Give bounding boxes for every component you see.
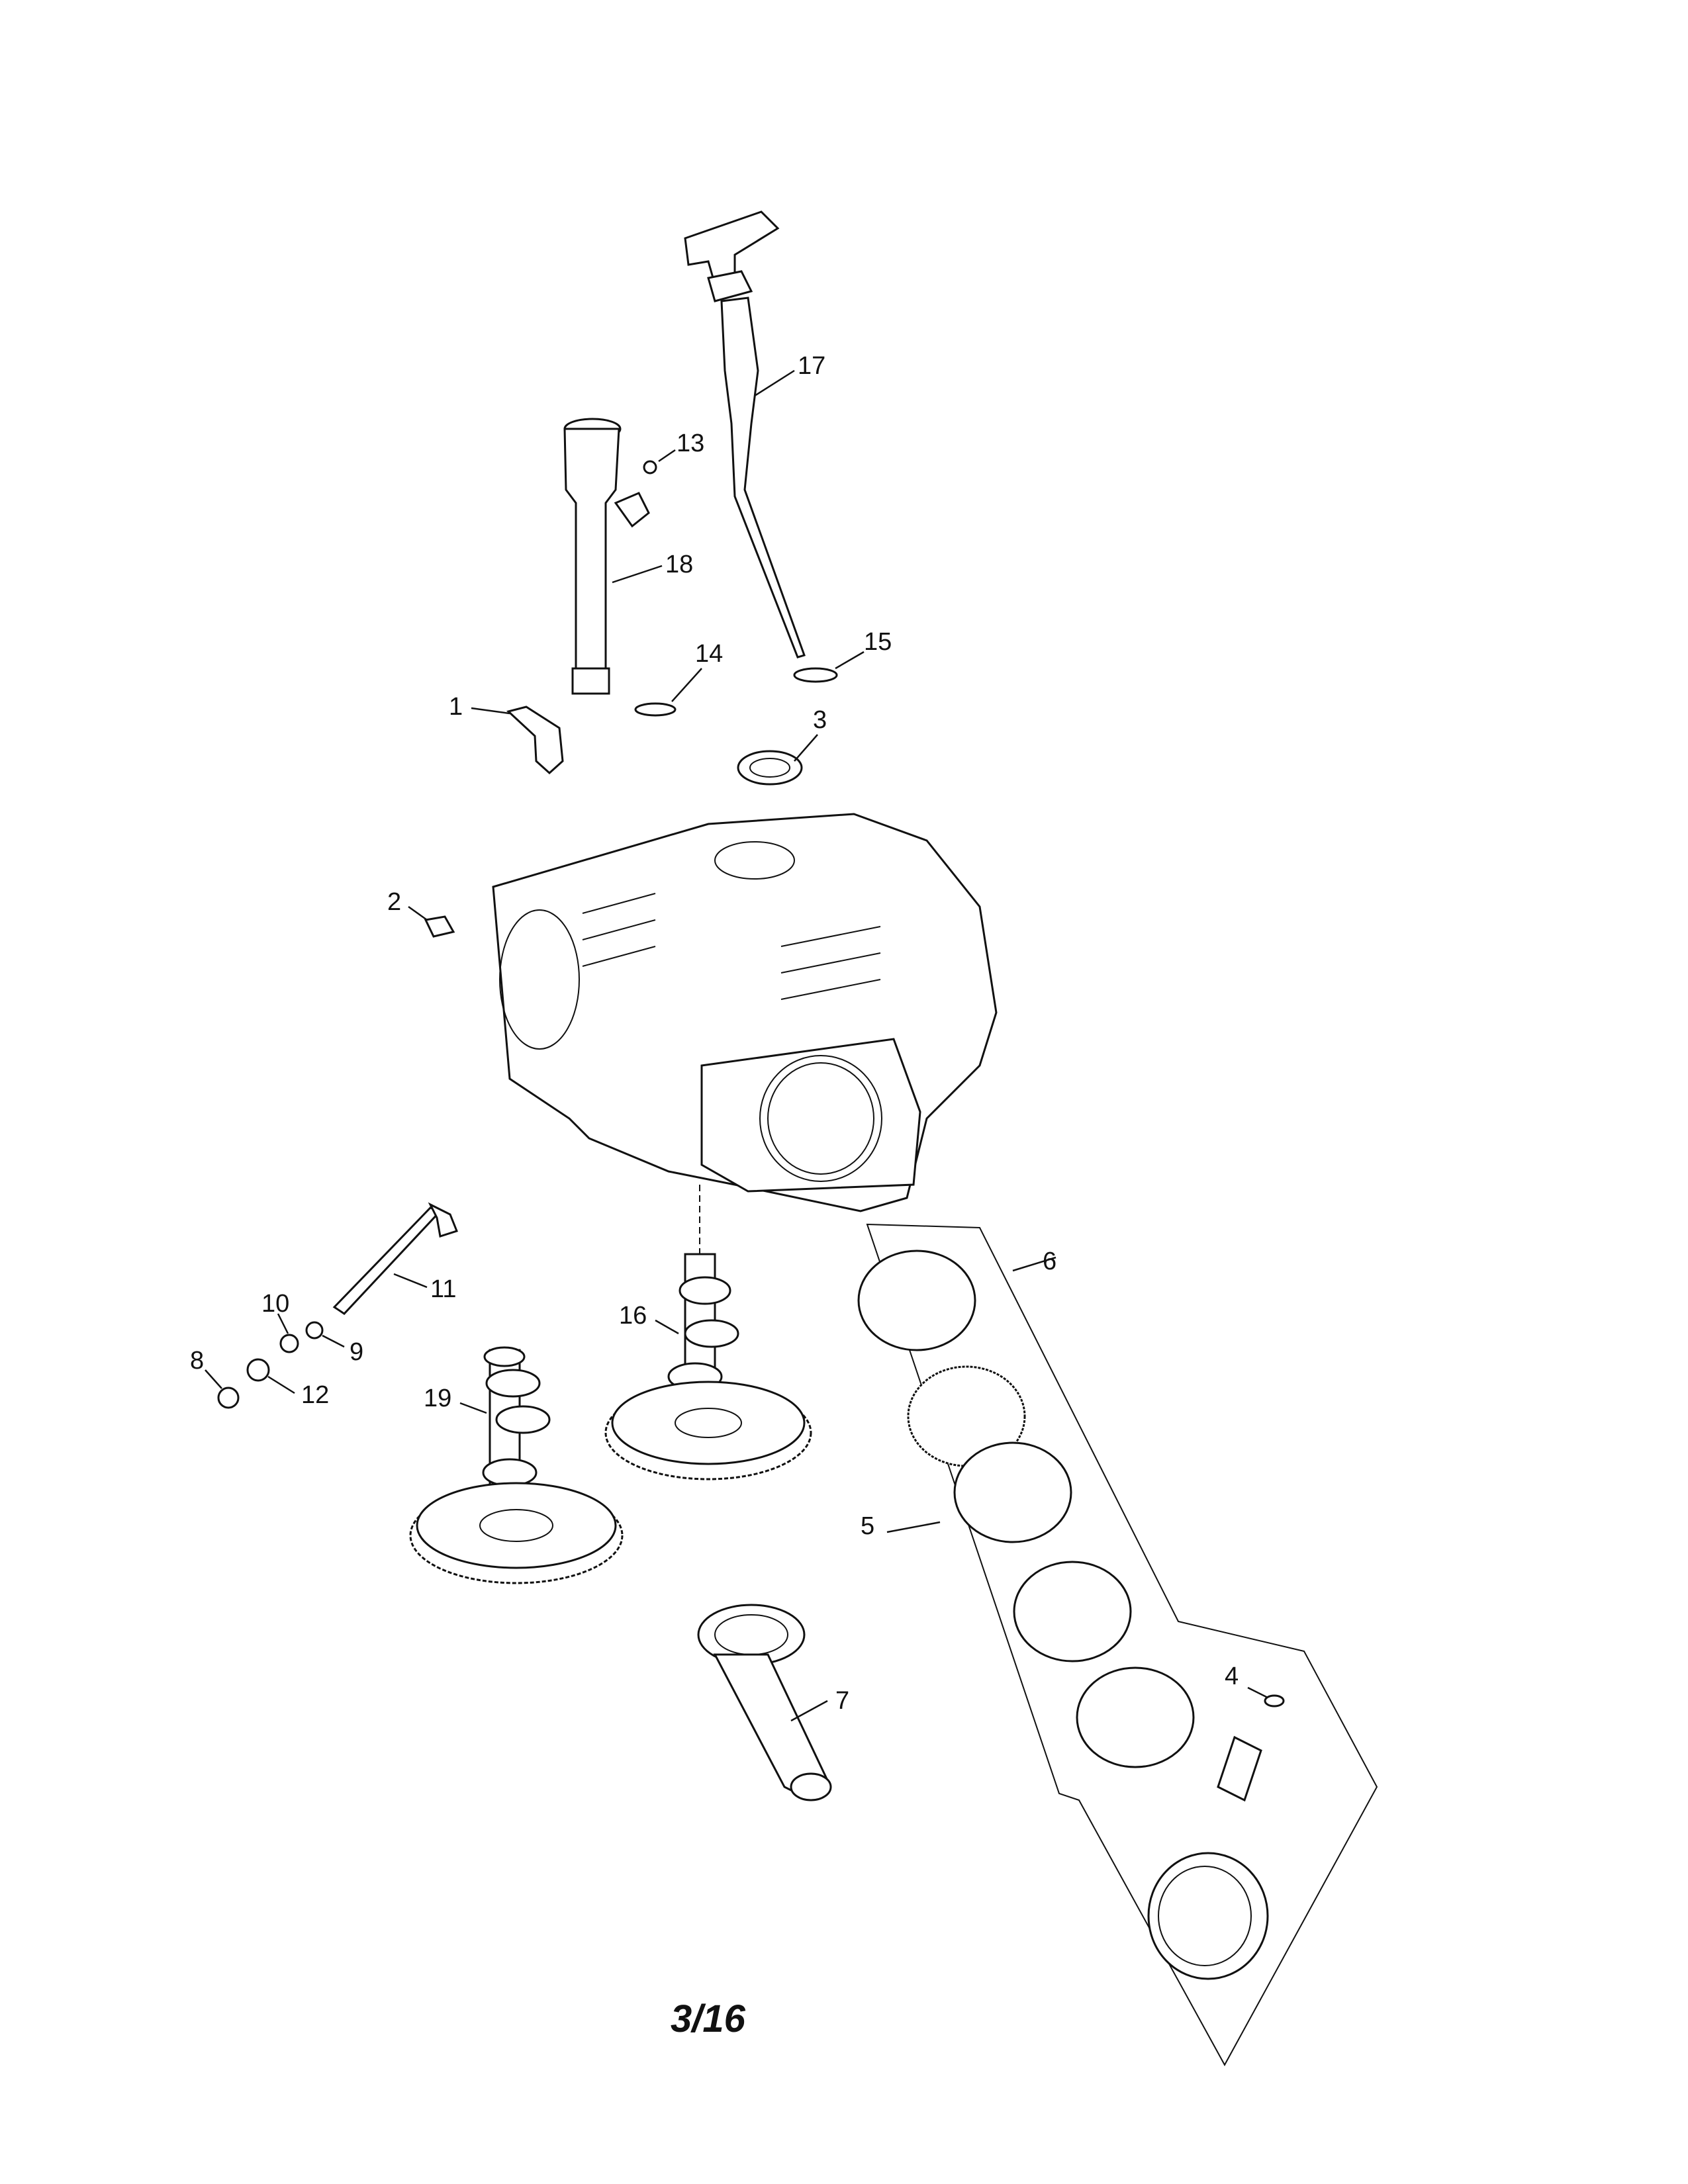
- callout-10: 10: [261, 1290, 289, 1318]
- leader-7: [790, 1700, 828, 1722]
- leader-16: [655, 1319, 679, 1335]
- callout-13: 13: [677, 430, 704, 457]
- callout-7: 7: [835, 1687, 849, 1715]
- leader-6: [1012, 1256, 1056, 1272]
- part-2-key: [424, 915, 455, 938]
- ring-5: [1076, 1666, 1195, 1768]
- leader-12: [267, 1375, 295, 1394]
- leader-3: [794, 734, 818, 762]
- callout-17: 17: [798, 352, 825, 380]
- part-19-camshaft: [409, 1346, 624, 1584]
- ring-4: [1013, 1561, 1132, 1662]
- part-8-washer: [217, 1387, 240, 1409]
- part-4-clip: [1264, 1694, 1285, 1707]
- page-number: 3/16: [671, 1997, 746, 2040]
- leader-9: [322, 1334, 345, 1348]
- callout-5: 5: [861, 1512, 874, 1540]
- leader-19: [459, 1402, 487, 1414]
- leader-2: [408, 905, 428, 921]
- ring-1: [857, 1250, 976, 1351]
- leader-5: [886, 1521, 941, 1533]
- callout-8: 8: [190, 1347, 204, 1375]
- wrist-pin: [1217, 1735, 1262, 1802]
- oil-fill-tube: [563, 418, 650, 695]
- callout-19: 19: [424, 1385, 451, 1412]
- crankcase: [492, 813, 998, 1212]
- part-10-washer: [279, 1334, 299, 1353]
- cylinder-bore-left: [499, 909, 580, 1050]
- cylinder-bore-right: [759, 1055, 882, 1182]
- part-15-oring: [793, 667, 838, 683]
- fin-6: [780, 979, 881, 1000]
- part-14-oring: [634, 702, 677, 717]
- bore-inner: [767, 1062, 874, 1175]
- top-boss: [714, 841, 795, 880]
- callout-3: 3: [813, 706, 827, 734]
- leader-11: [393, 1273, 428, 1289]
- callout-15: 15: [864, 628, 892, 656]
- fin-1: [582, 893, 656, 914]
- callout-1: 1: [449, 693, 463, 721]
- leader-10: [277, 1313, 289, 1334]
- gear-19-hub: [479, 1509, 553, 1542]
- callout-6: 6: [1043, 1248, 1056, 1275]
- fin-5: [780, 952, 881, 974]
- gear-16-hub: [675, 1408, 742, 1438]
- leader-1: [471, 707, 510, 715]
- callout-9: 9: [350, 1338, 363, 1366]
- leader-15: [835, 651, 865, 670]
- callout-11: 11: [430, 1275, 456, 1303]
- leader-13: [658, 449, 676, 463]
- leader-8: [205, 1369, 222, 1389]
- leader-14: [671, 668, 702, 702]
- piston-crown: [1158, 1866, 1252, 1966]
- ring-3: [953, 1441, 1072, 1543]
- callout-14: 14: [695, 640, 723, 668]
- fin-4: [780, 926, 881, 947]
- part-13-nut: [643, 460, 657, 475]
- part-1-bracket: [506, 705, 564, 775]
- callout-4: 4: [1225, 1662, 1239, 1690]
- part-11-shaft: [332, 1206, 442, 1315]
- leader-18: [612, 565, 663, 584]
- callout-2: 2: [387, 888, 401, 916]
- part-9-ring: [305, 1321, 324, 1340]
- ring-set-outline: [866, 1223, 1378, 2067]
- seal-inner: [749, 758, 790, 778]
- callout-12: 12: [301, 1381, 329, 1409]
- fin-3: [582, 946, 656, 967]
- dipstick: [684, 210, 806, 659]
- part-7-connecting-rod: [697, 1604, 832, 1801]
- piston: [1147, 1852, 1269, 1980]
- part-16-camshaft: [604, 1253, 812, 1480]
- part-3-seal: [737, 750, 803, 786]
- callout-16: 16: [619, 1302, 647, 1330]
- part-12-washer: [246, 1358, 270, 1382]
- leader-17: [754, 369, 795, 397]
- leader-4: [1247, 1686, 1268, 1699]
- shaft-end: [428, 1202, 458, 1238]
- fin-2: [582, 919, 656, 940]
- callout-18: 18: [665, 551, 693, 578]
